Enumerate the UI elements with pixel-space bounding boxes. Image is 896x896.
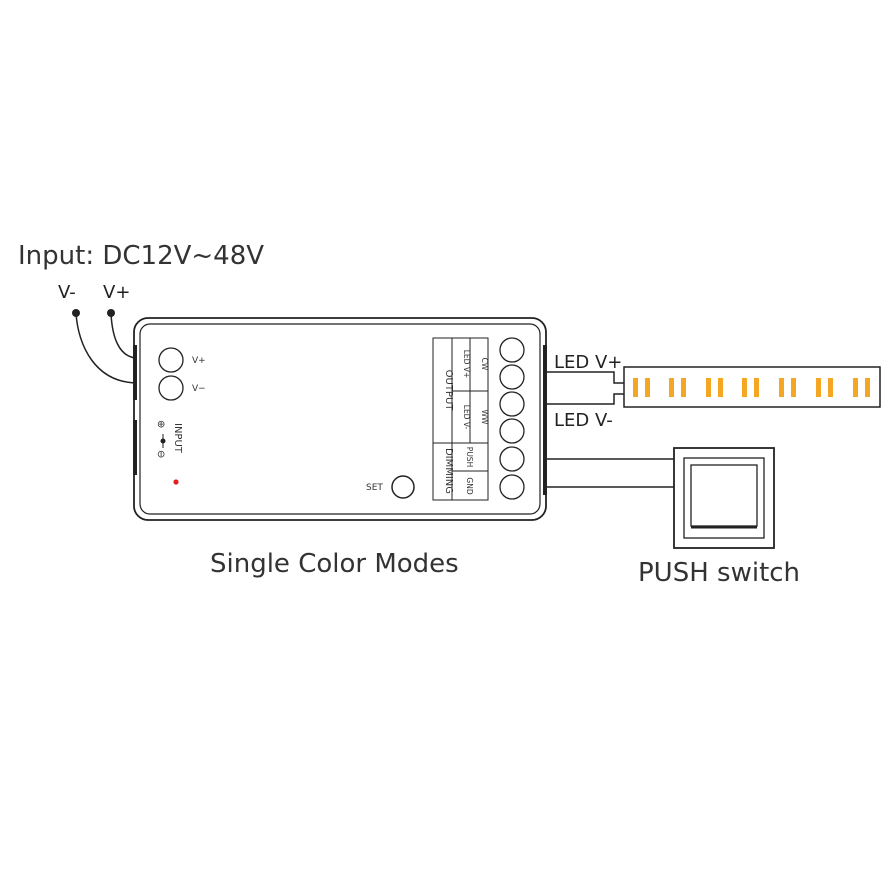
output-terminal-gnd (499, 474, 525, 500)
terminal-vplus (158, 347, 184, 373)
terminal-vminus-label: V− (192, 384, 206, 394)
led-chip (633, 378, 638, 397)
push-switch (673, 447, 775, 549)
input-jack-label: INPUT (172, 423, 183, 454)
ww-cell: WW (480, 410, 489, 425)
terminal-vminus (158, 375, 184, 401)
left-side-notch-upper (133, 345, 137, 400)
left-side-notch-lower (133, 420, 137, 475)
led-chip (828, 378, 833, 397)
led-vplus-cell: LED V+ (462, 350, 471, 379)
controller: V+ V− INPUT ⊕ ⊖ SET OUTPUT LED V+ CW LED… (133, 317, 547, 521)
output-label-table: OUTPUT LED V+ CW LED V- WW DIMMING PUSH … (432, 337, 489, 501)
terminal-vplus-label: V+ (192, 356, 206, 366)
led-strip-body (623, 366, 881, 408)
led-chip (645, 378, 650, 397)
wire-led-vplus (546, 371, 624, 384)
cw-cell: CW (480, 358, 489, 371)
input-minus-icon: ⊖ (155, 450, 166, 458)
vminus-wire (75, 312, 139, 384)
led-chip (865, 378, 870, 397)
output-terminal-2 (499, 364, 525, 390)
led-chip (754, 378, 759, 397)
input-jack-dot (160, 438, 166, 444)
push-cell: PUSH (465, 447, 474, 467)
label-table-frame (432, 337, 489, 501)
dimming-header: DIMMING (443, 448, 454, 494)
set-button-label: SET (366, 483, 383, 493)
input-plus-icon: ⊕ (155, 420, 166, 428)
status-led-indicator (173, 479, 179, 485)
led-chip (669, 378, 674, 397)
input-voltage-label: Input: DC12V~48V (18, 241, 264, 271)
gnd-cell: GND (465, 477, 474, 494)
led-chip (816, 378, 821, 397)
set-button[interactable] (391, 475, 415, 499)
push-switch-label: PUSH switch (638, 558, 800, 588)
output-terminal-3 (499, 391, 525, 417)
led-chip (791, 378, 796, 397)
led-vminus-cell: LED V- (462, 405, 471, 430)
led-chip (718, 378, 723, 397)
output-header: OUTPUT (443, 370, 454, 412)
led-chip (681, 378, 686, 397)
led-strip (623, 366, 881, 408)
controller-inner-case (139, 323, 541, 515)
push-switch-button (690, 464, 758, 527)
vplus-wire (110, 312, 139, 359)
led-chip (853, 378, 858, 397)
led-chip (706, 378, 711, 397)
right-side-notch (543, 345, 547, 495)
input-vplus-label: V+ (103, 282, 130, 303)
led-chip (779, 378, 784, 397)
wire-led-vminus-label: LED V- (554, 410, 613, 431)
output-terminal-1 (499, 337, 525, 363)
diagram-caption: Single Color Modes (210, 549, 459, 579)
input-vminus-label: V- (58, 282, 76, 303)
output-terminal-4 (499, 418, 525, 444)
wire-led-vplus-label: LED V+ (554, 352, 622, 373)
output-terminal-push (499, 446, 525, 472)
led-chip (742, 378, 747, 397)
wire-led-vminus (546, 393, 624, 405)
